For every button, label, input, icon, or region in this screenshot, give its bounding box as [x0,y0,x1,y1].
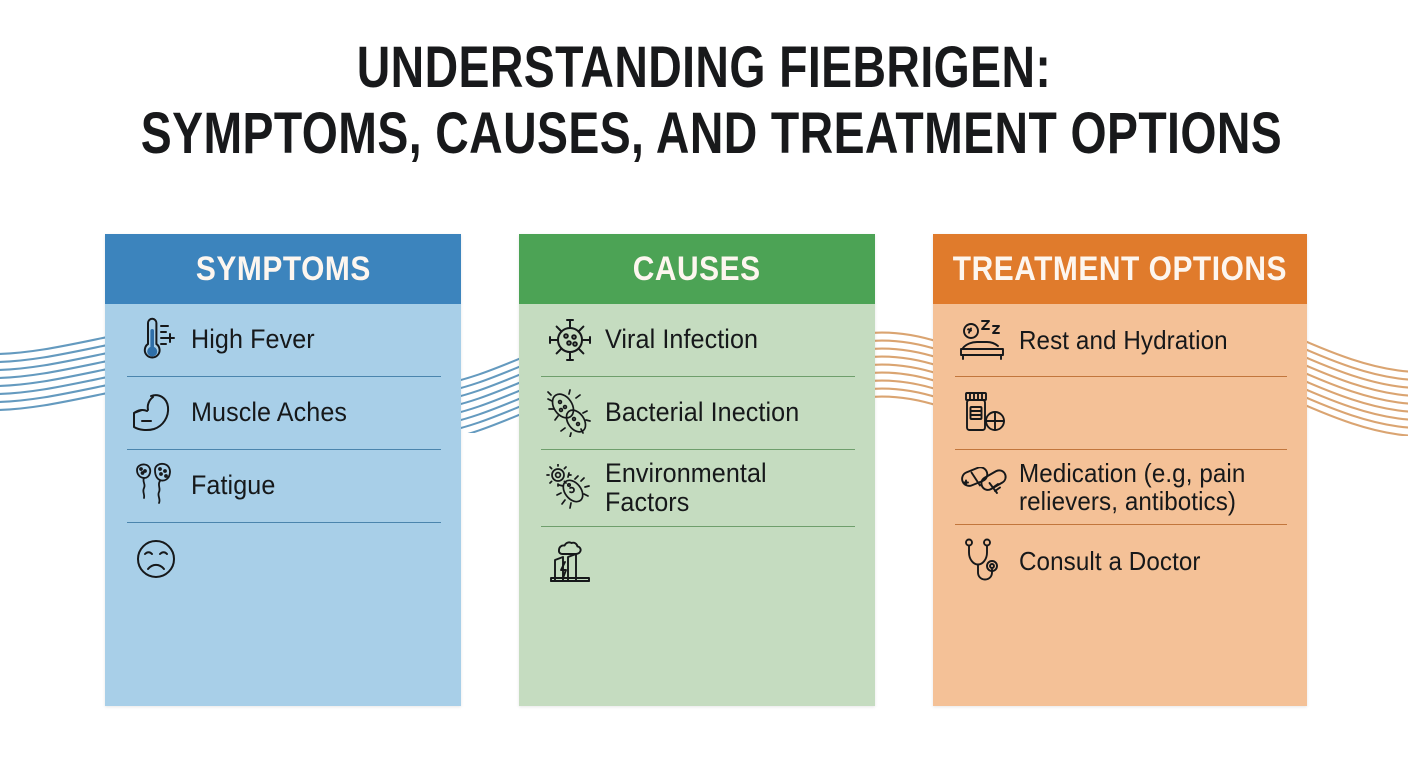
column-treatment-options-title: TREATMENT OPTIONS [952,249,1288,288]
column-causes-title: CAUSES [633,249,761,288]
list-item[interactable]: High Fever [127,304,441,376]
list-item[interactable] [955,376,1287,449]
list-item-label: Fatigue [191,470,276,501]
list-item[interactable]: Viral Infection [541,304,855,376]
column-treatment-options-body: Rest and Hydration [933,304,1307,706]
list-item-label: Rest and Hydration [1019,324,1228,355]
list-item[interactable]: Environmental Factors [541,449,855,526]
column-symptoms: SYMPTOMS High Fever [105,234,461,706]
list-item[interactable] [541,526,855,599]
list-item-label: Viral Infection [605,324,759,355]
column-causes-header: CAUSES [519,234,875,304]
list-item[interactable]: Consult a Doctor [955,524,1287,597]
column-causes-body: Viral Infection Bacterial Inection [519,304,875,706]
germ-cells-icon [127,459,185,513]
column-symptoms-title: SYMPTOMS [195,249,371,288]
list-item-label: Bacterial Inection [605,397,800,428]
factory-icon [541,536,599,590]
list-item-label: Environmental Factors [605,458,767,518]
column-symptoms-body: High Fever Muscle Aches [105,304,461,706]
virus-icon [541,313,599,367]
page-title: UNDERSTANDING FIEBRIGEN: SYMPTOMS, CAUSE… [0,35,1408,167]
list-item[interactable]: Bacterial Inection [541,376,855,449]
column-treatment-options: TREATMENT OPTIONS Rest and Hyd [933,234,1307,706]
column-treatment-options-header: TREATMENT OPTIONS [933,234,1307,304]
stethoscope-icon [955,534,1013,588]
column-causes: CAUSES Viral Infection [519,234,875,706]
list-item-label: Muscle Aches [191,397,348,428]
capsules-icon [955,460,1013,514]
page-title-line-1: UNDERSTANDING FIEBRIGEN: [356,35,1052,100]
sleeping-bed-icon [955,313,1013,367]
column-symptoms-header: SYMPTOMS [105,234,461,304]
list-item[interactable]: Fatigue [127,449,441,522]
microbe-icon [541,461,599,515]
pill-bottle-icon [955,386,1013,440]
list-item-label: Consult a Doctor [1019,546,1201,577]
list-item-label: Medication (e.g, pain relievers, antibot… [1019,458,1246,517]
infographic-columns: SYMPTOMS High Fever [0,234,1408,714]
flexed-bicep-icon [127,386,185,440]
thermometer-icon [127,313,185,367]
page-title-line-2: SYMPTOMS, CAUSES, AND TREATMENT OPTIONS [140,101,1283,167]
list-item[interactable]: Rest and Hydration [955,304,1287,376]
list-item[interactable]: Muscle Aches [127,376,441,449]
bacteria-icon [541,386,599,440]
list-item-label: High Fever [191,324,315,355]
list-item[interactable] [127,522,441,595]
sad-face-icon [127,532,185,586]
list-item[interactable]: Medication (e.g, pain relievers, antibot… [955,449,1287,524]
